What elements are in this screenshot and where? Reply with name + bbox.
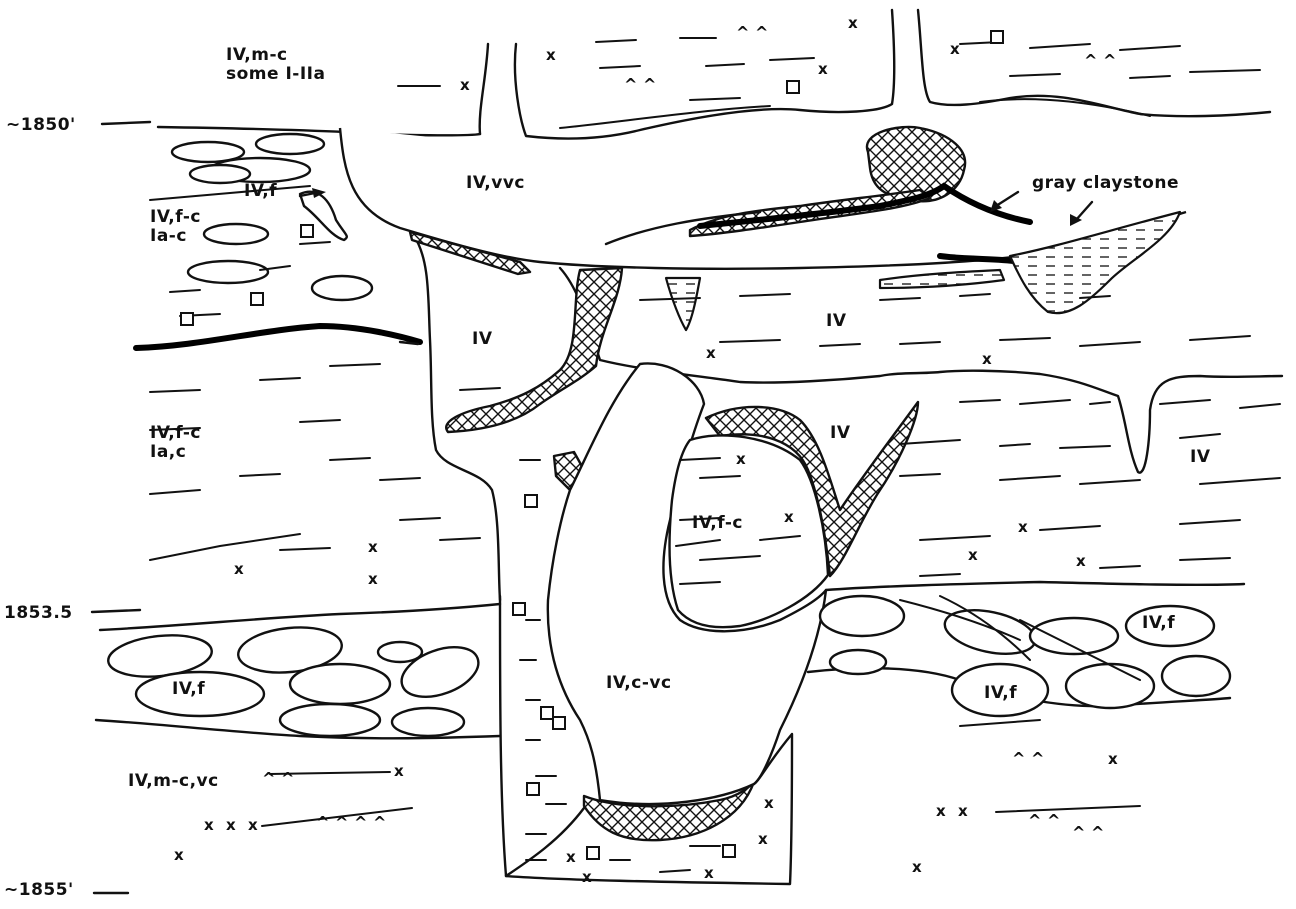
x-mark: x xyxy=(234,562,244,577)
square-clast xyxy=(180,312,194,326)
x-mark: x xyxy=(758,832,768,847)
depth-1850: ~1850' xyxy=(6,116,76,135)
chevron-symbol: ^ ^ xyxy=(316,818,348,828)
chevron-symbol: ^ ^ xyxy=(354,818,386,828)
label-iv-center: IV xyxy=(472,330,492,349)
x-mark: x xyxy=(248,818,258,833)
x-mark: x xyxy=(912,860,922,875)
label-cvc: IV,c-vc xyxy=(606,674,672,693)
chevron-symbol: ^ ^ xyxy=(1072,828,1104,838)
x-mark: x xyxy=(226,818,236,833)
depth-1853-5: 1853.5 xyxy=(4,604,73,623)
label-iv-mid-left: IV,f-c Ia,c xyxy=(150,424,201,462)
chevron-symbol: ^ ^ xyxy=(1028,816,1060,826)
label-iv-mid: IV xyxy=(830,424,850,443)
square-clast xyxy=(524,494,538,508)
x-mark: x xyxy=(394,764,404,779)
x-mark: x xyxy=(968,548,978,563)
x-mark: x xyxy=(368,540,378,555)
label-f-right-bed-2: IV,f xyxy=(984,684,1017,703)
square-clast xyxy=(722,844,736,858)
square-clast xyxy=(512,602,526,616)
label-top-left-unit: IV,m-c some I-IIa xyxy=(226,46,325,84)
x-mark: x xyxy=(736,452,746,467)
label-vvc: IV,vvc xyxy=(466,174,525,193)
x-mark: x xyxy=(1108,752,1118,767)
label-f-small: IV,f xyxy=(244,182,277,201)
x-mark: x xyxy=(566,850,576,865)
square-clast xyxy=(552,716,566,730)
x-mark: x xyxy=(1018,520,1028,535)
x-mark: x xyxy=(784,510,794,525)
square-clast xyxy=(786,80,800,94)
x-mark: x xyxy=(950,42,960,57)
x-mark: x xyxy=(818,62,828,77)
label-iv-upper-right: IV xyxy=(826,312,846,331)
x-mark: x xyxy=(958,804,968,819)
x-mark: x xyxy=(174,848,184,863)
label-gray-claystone: gray claystone xyxy=(1032,174,1179,193)
x-mark: x xyxy=(460,78,470,93)
label-f-left-bed: IV,f xyxy=(172,680,205,699)
label-fc-block: IV,f-c xyxy=(692,514,743,533)
x-mark: x xyxy=(368,572,378,587)
x-mark: x xyxy=(704,866,714,881)
chevron-symbol: ^ ^ xyxy=(262,774,294,784)
x-mark: x xyxy=(936,804,946,819)
x-mark: x xyxy=(706,346,716,361)
x-mark: x xyxy=(546,48,556,63)
label-f-right-bed-1: IV,f xyxy=(1142,614,1175,633)
x-mark: x xyxy=(204,818,214,833)
depth-1855: ~1855' xyxy=(4,881,74,900)
square-clast xyxy=(300,224,314,238)
square-clast xyxy=(526,782,540,796)
square-clast xyxy=(990,30,1004,44)
chevron-symbol: ^ ^ xyxy=(624,80,656,90)
x-mark: x xyxy=(1076,554,1086,569)
chevron-symbol: ^ ^ xyxy=(1084,56,1116,66)
x-mark: x xyxy=(764,796,774,811)
x-mark: x xyxy=(582,870,592,885)
x-mark: x xyxy=(982,352,992,367)
square-clast xyxy=(250,292,264,306)
x-mark: x xyxy=(848,16,858,31)
square-clast xyxy=(586,846,600,860)
label-fc-ia: IV,f-c Ia-c xyxy=(150,208,201,246)
label-bottom-left: IV,m-c,vc xyxy=(128,772,219,791)
label-iv-far-right: IV xyxy=(1190,448,1210,467)
chevron-symbol: ^ ^ xyxy=(736,28,768,38)
chevron-symbol: ^ ^ xyxy=(1012,754,1044,764)
